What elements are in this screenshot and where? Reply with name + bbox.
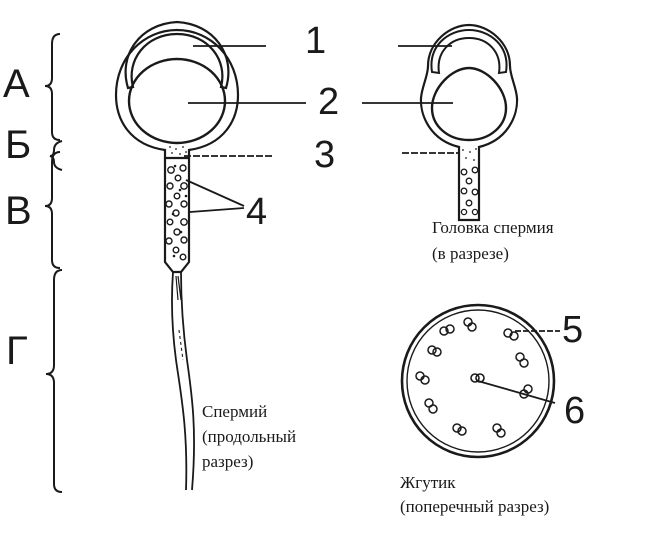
head-outline (116, 30, 238, 158)
callout-5: 5 (562, 309, 583, 351)
leader-4a (186, 180, 244, 206)
section-letter-a: А (3, 62, 30, 106)
callout-4: 4 (246, 191, 267, 233)
section-letter-g: Г (6, 329, 28, 373)
caption-sperm-line-1: Спермий (202, 402, 267, 421)
section-mitochondria (461, 167, 478, 214)
caption-head-line-2: (в разрезе) (432, 244, 509, 263)
callout-1: 1 (305, 20, 326, 62)
callout-2: 2 (318, 81, 339, 123)
mitochondria (166, 165, 187, 260)
section-neck-stipple (462, 148, 477, 161)
section-brackets (45, 34, 62, 492)
leader-6 (478, 381, 555, 403)
callout-6: 6 (564, 390, 585, 432)
nucleus-section (432, 68, 506, 140)
leader-4b (190, 208, 244, 212)
tail (172, 272, 194, 490)
caption-sperm-line-2: (продольный (202, 427, 296, 446)
bracket-a (45, 34, 60, 140)
caption-sperm-line-3: разрез) (202, 452, 253, 471)
neck-stipple (169, 146, 187, 155)
section-letter-v: В (5, 189, 32, 233)
section-letter-b: Б (5, 123, 31, 167)
peripheral-doublets (416, 318, 532, 437)
nucleus (129, 59, 225, 143)
acrosome (126, 22, 229, 88)
sperm-head-section (421, 25, 517, 220)
bracket-g (46, 270, 62, 492)
central-pair (471, 374, 484, 382)
caption-flagellum-line-2: (поперечный разрез) (400, 497, 549, 516)
callout-3: 3 (314, 134, 335, 176)
caption-flagellum-line-1: Жгутик (400, 473, 456, 492)
caption-head-line-1: Головка спермия (432, 218, 554, 237)
